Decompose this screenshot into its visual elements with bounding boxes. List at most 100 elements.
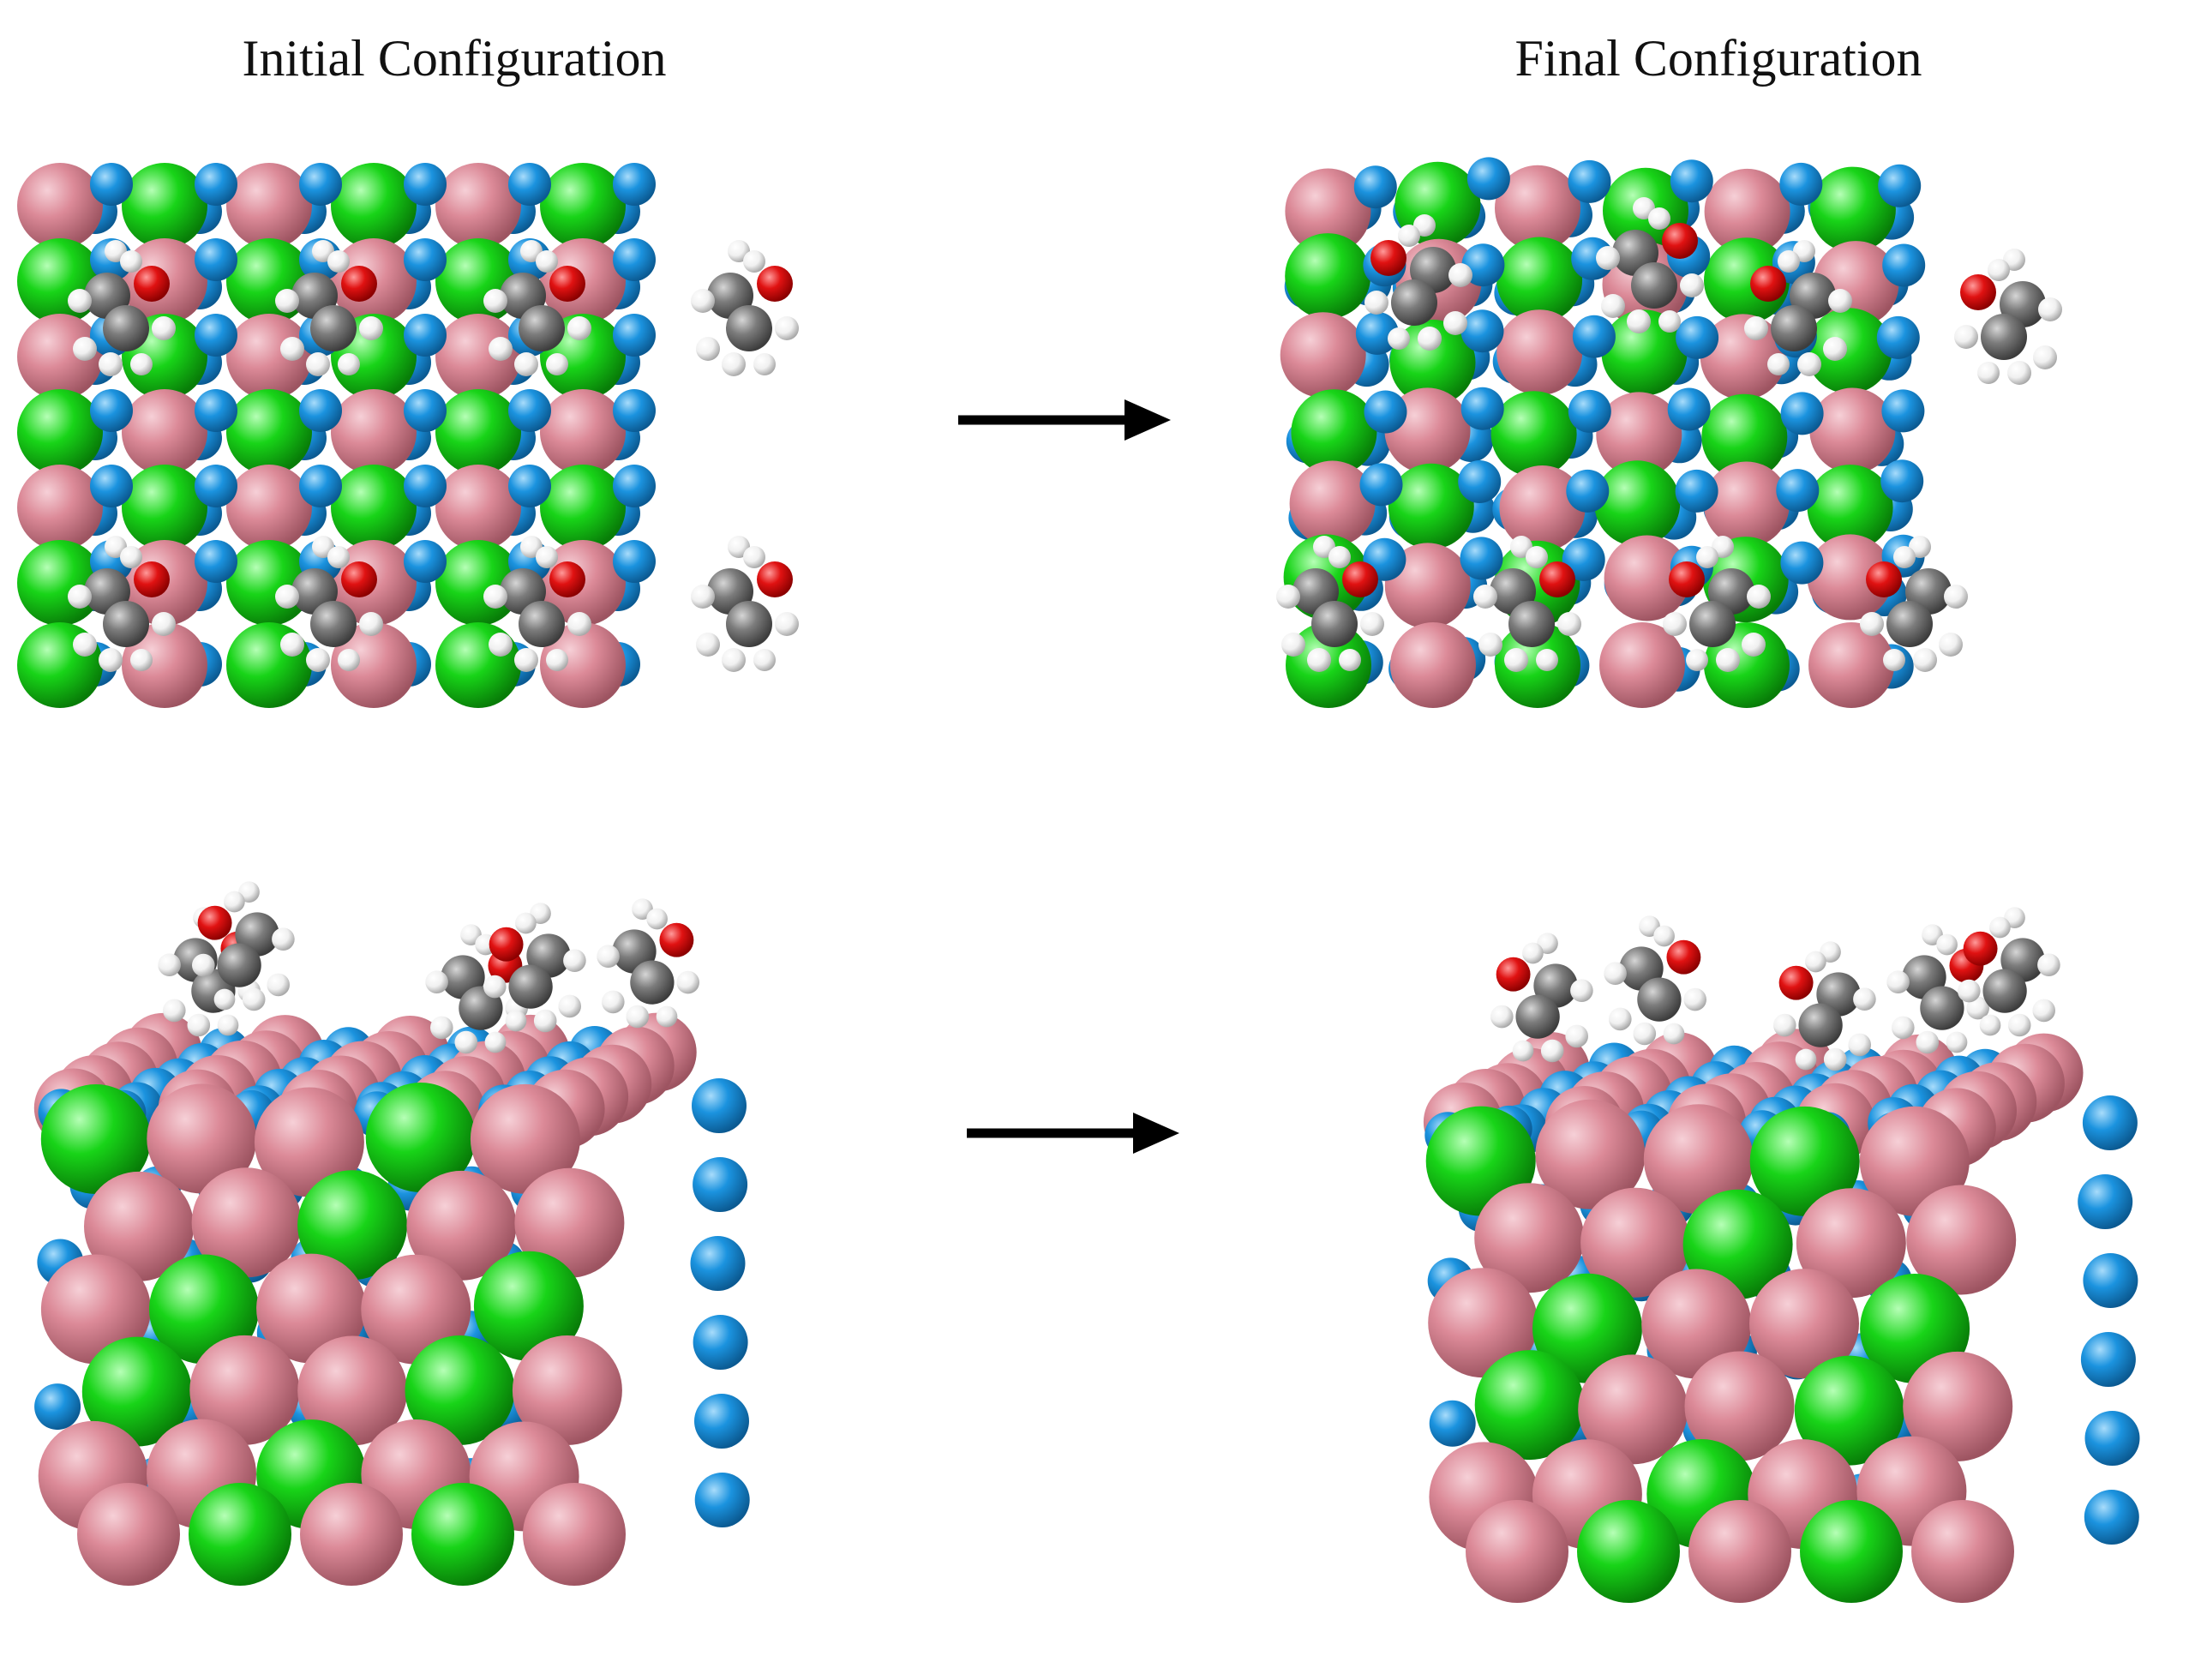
hydrogen-atom bbox=[1767, 353, 1790, 375]
oxygen-atom bbox=[1496, 957, 1531, 992]
hydrogen-atom bbox=[2038, 297, 2062, 321]
blue-atom bbox=[1460, 309, 1504, 353]
green-atom bbox=[1704, 237, 1790, 324]
blue-atom bbox=[694, 1473, 750, 1527]
hydrogen-atom bbox=[753, 353, 776, 375]
blue-atom bbox=[2084, 1411, 2140, 1466]
oxygen-atom bbox=[134, 561, 170, 597]
green-atom bbox=[1474, 1350, 1585, 1461]
green-atom bbox=[1532, 1273, 1642, 1383]
hydrogen-atom bbox=[1886, 970, 1910, 993]
hydrogen-atom bbox=[1604, 962, 1627, 985]
pink-atom bbox=[1749, 1269, 1859, 1379]
pink-atom bbox=[1796, 1188, 1906, 1299]
green-atom bbox=[411, 1483, 514, 1586]
blue-atom bbox=[1882, 243, 1926, 287]
blue-atom bbox=[613, 238, 656, 281]
oxygen-atom bbox=[1666, 939, 1701, 975]
hydrogen-atom bbox=[158, 953, 181, 976]
top-arrow-head bbox=[1124, 399, 1171, 441]
green-atom bbox=[331, 465, 417, 550]
hydrogen-atom bbox=[1648, 207, 1670, 230]
green-atom bbox=[1704, 622, 1790, 708]
hydrogen-atom bbox=[1744, 316, 1768, 340]
hydrogen-atom bbox=[242, 987, 266, 1011]
blue-atom bbox=[1460, 387, 1504, 430]
blue-atom bbox=[404, 163, 447, 206]
pink-atom bbox=[1384, 543, 1471, 629]
green-atom bbox=[1291, 389, 1377, 476]
hydrogen-atom bbox=[1686, 649, 1708, 671]
pink-atom bbox=[17, 314, 103, 399]
hydrogen-atom bbox=[1893, 546, 1916, 568]
final-side-panel bbox=[1423, 907, 2140, 1603]
hydrogen-atom bbox=[120, 546, 142, 568]
hydrogen-atom bbox=[1443, 311, 1467, 335]
blue-atom bbox=[1568, 389, 1611, 433]
hydrogen-atom bbox=[1339, 649, 1361, 671]
hydrogen-atom bbox=[533, 1009, 557, 1033]
carbon-atom bbox=[1771, 305, 1817, 351]
blue-atom bbox=[195, 540, 237, 583]
hydrogen-atom bbox=[567, 316, 591, 340]
carbon-atom bbox=[1508, 601, 1555, 647]
carbon-atom bbox=[103, 305, 149, 351]
hydrogen-atom bbox=[152, 316, 176, 340]
hydrogen-atom bbox=[691, 585, 715, 609]
hydrogen-atom bbox=[722, 648, 746, 672]
hydrogen-atom bbox=[1716, 648, 1740, 672]
hydrogen-atom bbox=[272, 927, 295, 951]
hydrogen-atom bbox=[1653, 925, 1675, 947]
green-atom bbox=[122, 465, 207, 550]
pink-atom bbox=[254, 1087, 364, 1197]
hydrogen-atom bbox=[280, 337, 304, 361]
pink-atom bbox=[1704, 168, 1790, 255]
carbon-atom bbox=[1798, 1003, 1843, 1047]
blue-atom bbox=[1355, 311, 1399, 355]
hydrogen-atom bbox=[430, 1016, 453, 1040]
hydrogen-atom bbox=[1883, 649, 1905, 671]
green-atom bbox=[1577, 1500, 1680, 1603]
green-atom bbox=[1701, 393, 1788, 480]
oxygen-atom bbox=[1669, 561, 1705, 597]
hydrogen-atom bbox=[2007, 1013, 2031, 1037]
hydrogen-atom bbox=[563, 949, 586, 972]
blue-atom bbox=[299, 465, 342, 507]
carbon-atom bbox=[103, 601, 149, 647]
hydrogen-atom bbox=[696, 633, 720, 657]
hydrogen-atom bbox=[2033, 345, 2057, 369]
hydrogen-atom bbox=[1658, 310, 1681, 333]
carbon-atom bbox=[726, 305, 772, 351]
blue-atom bbox=[404, 540, 447, 583]
hydrogen-atom bbox=[1778, 250, 1800, 273]
pink-atom bbox=[512, 1335, 622, 1445]
hydrogen-atom bbox=[1522, 942, 1544, 964]
hydrogen-atom bbox=[1478, 633, 1502, 657]
blue-atom bbox=[1667, 387, 1711, 431]
oxygen-atom bbox=[341, 561, 377, 597]
blue-atom bbox=[1676, 315, 1719, 359]
hydrogen-atom bbox=[696, 337, 720, 361]
pink-atom bbox=[256, 1253, 367, 1364]
oxygen-atom bbox=[1662, 223, 1698, 259]
hydrogen-atom bbox=[1680, 273, 1704, 297]
hydrogen-atom bbox=[546, 353, 568, 375]
pink-atom bbox=[191, 1167, 302, 1278]
hydrogen-atom bbox=[1536, 649, 1558, 671]
hydrogen-atom bbox=[1360, 612, 1384, 636]
blue-atom bbox=[693, 1315, 748, 1370]
blue-atom bbox=[613, 540, 656, 583]
blue-atom bbox=[34, 1383, 81, 1431]
hydrogen-atom bbox=[1823, 1047, 1847, 1071]
hydrogen-atom bbox=[213, 988, 236, 1011]
hydrogen-atom bbox=[775, 316, 799, 340]
pink-atom bbox=[331, 622, 417, 708]
bottom-transition-arrow bbox=[967, 1113, 1179, 1154]
pink-atom bbox=[84, 1171, 194, 1281]
green-atom bbox=[1800, 1500, 1903, 1603]
pink-atom bbox=[1703, 461, 1790, 548]
blue-atom bbox=[2080, 1332, 2136, 1387]
pink-atom bbox=[17, 465, 103, 550]
hydrogen-atom bbox=[1958, 979, 1981, 1003]
hydrogen-atom bbox=[2037, 953, 2060, 976]
